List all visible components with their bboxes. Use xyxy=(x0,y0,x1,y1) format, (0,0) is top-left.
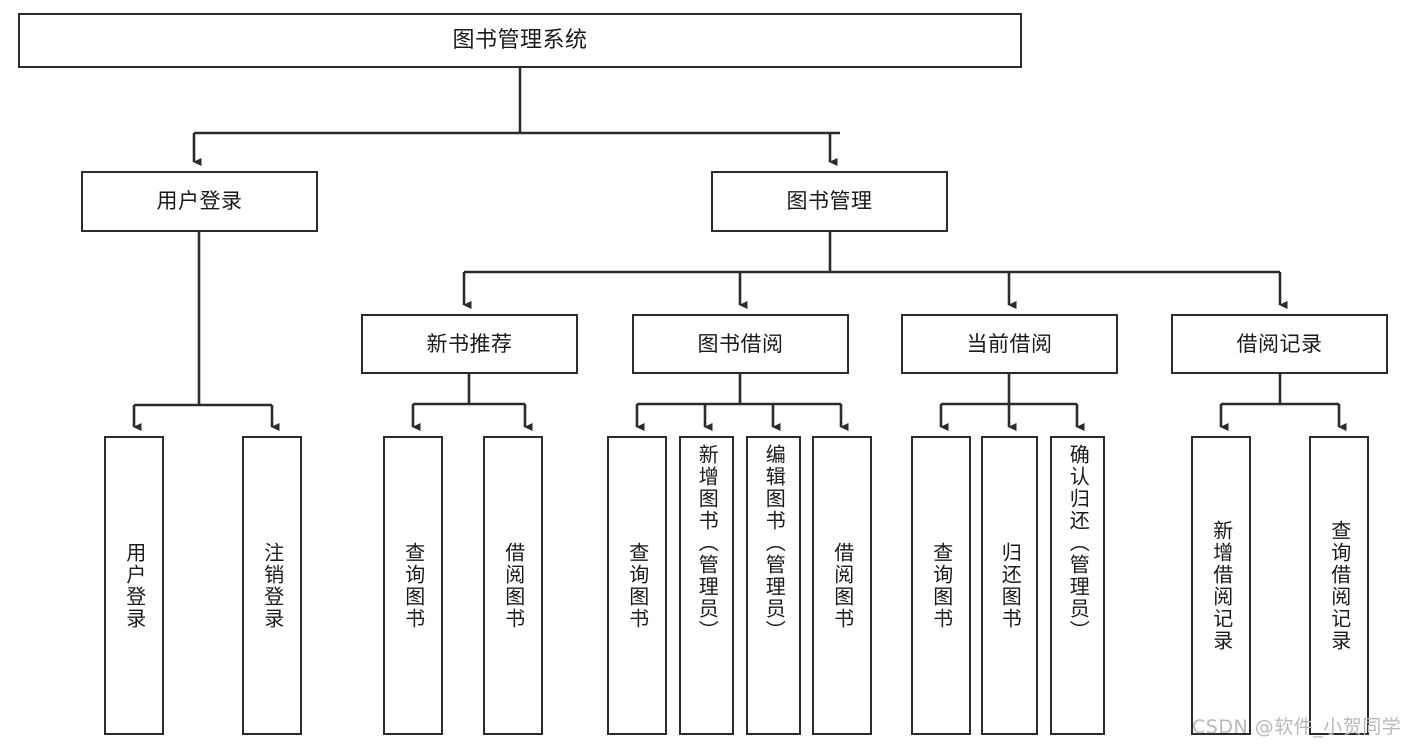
leaf-borrow-add-book-admin[interactable]: 新增图书（管理员） xyxy=(679,436,734,735)
leaf-user-login[interactable]: 用户登录 xyxy=(104,436,164,735)
node-book-borrow[interactable]: 图书借阅 xyxy=(632,314,849,374)
node-current-borrow[interactable]: 当前借阅 xyxy=(901,314,1118,374)
leaf-user-logout[interactable]: 注销登录 xyxy=(242,436,302,735)
csdn-watermark: CSDN @软件_小贺同学 xyxy=(1192,716,1402,738)
node-root-system[interactable]: 图书管理系统 xyxy=(18,13,1022,68)
leaf-borrow-query-book[interactable]: 查询图书 xyxy=(607,436,667,735)
node-user-login[interactable]: 用户登录 xyxy=(81,171,318,232)
leaf-recommend-borrow-book[interactable]: 借阅图书 xyxy=(483,436,543,735)
leaf-current-return-book[interactable]: 归还图书 xyxy=(981,436,1038,735)
node-book-management[interactable]: 图书管理 xyxy=(711,171,948,232)
leaf-record-add-borrow-record[interactable]: 新增借阅记录 xyxy=(1191,436,1251,735)
node-borrow-records[interactable]: 借阅记录 xyxy=(1171,314,1388,374)
leaf-borrow-edit-book-admin[interactable]: 编辑图书（管理员） xyxy=(746,436,801,735)
leaf-record-query-borrow-record[interactable]: 查询借阅记录 xyxy=(1309,436,1369,735)
leaf-current-query-book[interactable]: 查询图书 xyxy=(911,436,971,735)
leaf-current-confirm-return-admin[interactable]: 确认归还（管理员） xyxy=(1050,436,1105,735)
leaf-recommend-query-book[interactable]: 查询图书 xyxy=(383,436,443,735)
node-new-book-recommend[interactable]: 新书推荐 xyxy=(361,314,578,374)
leaf-borrow-borrow-book[interactable]: 借阅图书 xyxy=(812,436,872,735)
